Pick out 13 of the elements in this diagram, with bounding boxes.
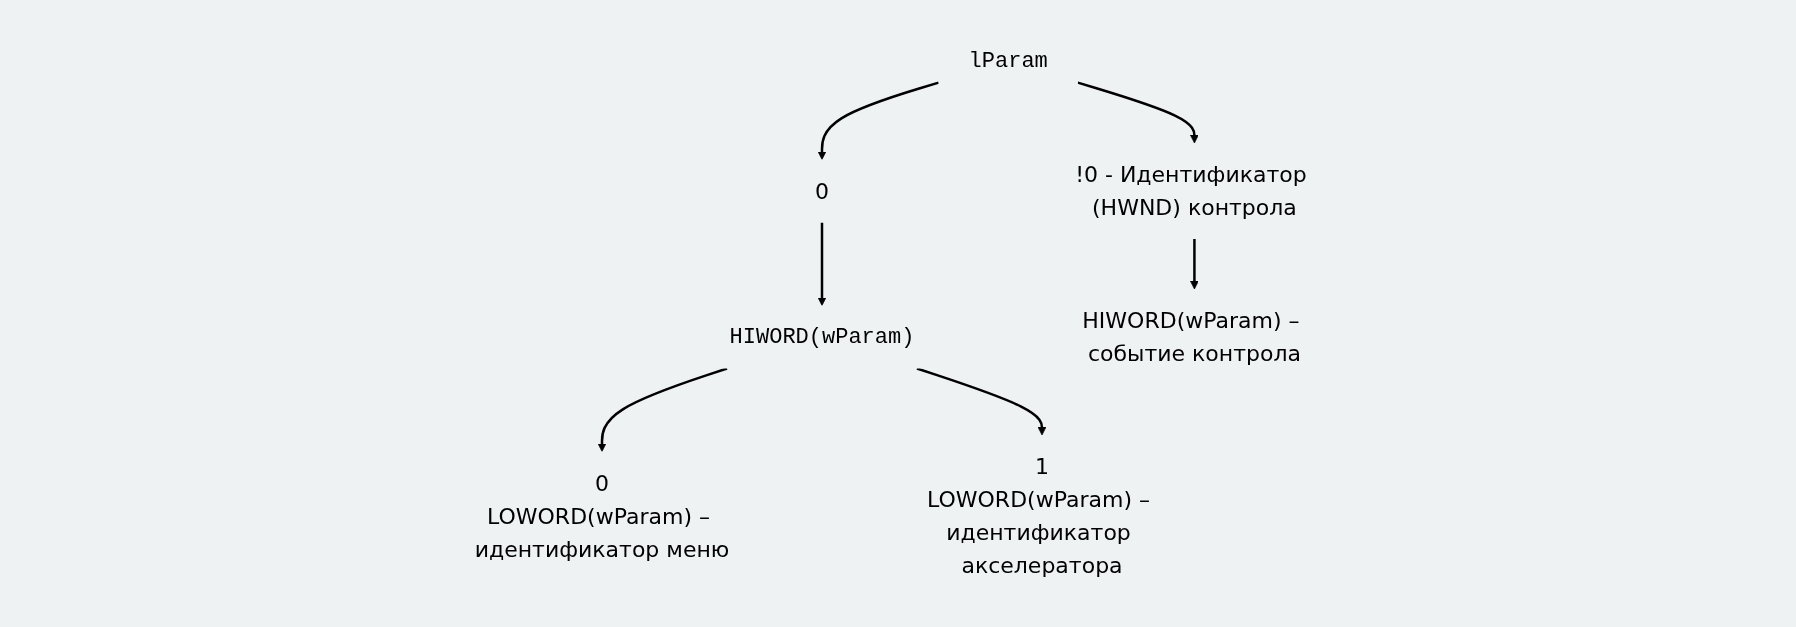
node-text: !0 - Идентификатор (HWND) контрола bbox=[1074, 162, 1307, 220]
arrow bbox=[916, 367, 1047, 436]
node-text: HIWORD(wParam) – событие контрола bbox=[1082, 308, 1301, 366]
node-text: lParam bbox=[968, 49, 1048, 74]
node-text: HIWORD(wParam) bbox=[729, 324, 915, 350]
arrow bbox=[1077, 81, 1199, 144]
node-text: 0 LOWORD(wParam) – идентификатор меню bbox=[474, 470, 730, 562]
node-text: 1 LOWORD(wParam) – идентификатор акселератора bbox=[926, 454, 1150, 578]
arrow bbox=[817, 222, 827, 306]
node-text: 0 bbox=[814, 178, 829, 204]
arrow bbox=[817, 81, 939, 160]
arrow bbox=[597, 367, 728, 452]
arrow bbox=[1189, 239, 1199, 290]
